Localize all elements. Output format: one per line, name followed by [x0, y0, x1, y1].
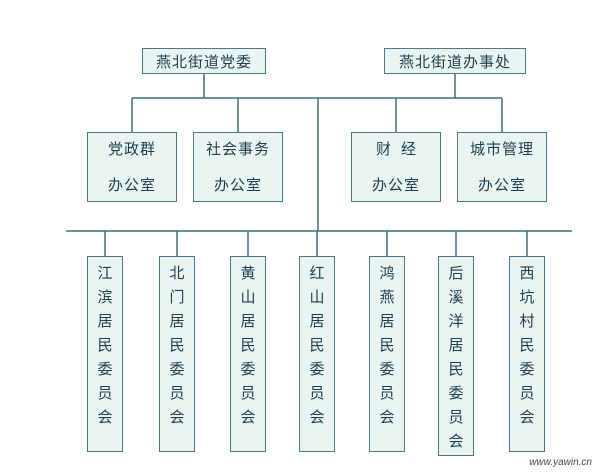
committee-char: 员	[379, 384, 395, 402]
committee-char: 委	[97, 360, 113, 378]
office-finance: 财经 办公室	[351, 132, 441, 202]
committee-char: 会	[240, 408, 256, 426]
committee-char: 居	[240, 312, 256, 330]
office-line2: 办公室	[213, 176, 262, 194]
committee-char: 村	[519, 312, 535, 330]
committee-char: 黄	[240, 264, 256, 282]
committee-char: 会	[309, 408, 325, 426]
committee-label: 红山居民委员会	[300, 261, 334, 429]
committee-char: 坑	[519, 288, 535, 306]
committee-xikeng: 西坑村民委员会	[509, 256, 545, 452]
committee-char: 居	[97, 312, 113, 330]
office-line2: 办公室	[477, 176, 526, 194]
committee-char: 委	[379, 360, 395, 378]
office-urban-management: 城市管理 办公室	[457, 132, 547, 202]
committee-char: 委	[309, 360, 325, 378]
committee-char: 会	[519, 408, 535, 426]
committee-char: 员	[309, 384, 325, 402]
committee-char: 民	[169, 336, 185, 354]
committee-char: 民	[309, 336, 325, 354]
committee-hongshan: 红山居民委员会	[299, 256, 335, 452]
committee-label: 西坑村民委员会	[510, 261, 544, 429]
party-committee-label: 燕北街道党委	[155, 52, 252, 71]
committee-hongyan: 鸿燕居民委员会	[369, 256, 405, 452]
committee-char: 民	[97, 336, 113, 354]
office-line1: 城市管理	[469, 140, 534, 158]
committee-char: 民	[448, 360, 464, 378]
committee-char: 后	[448, 264, 464, 282]
committee-char: 民	[519, 336, 535, 354]
office-line1: 财经	[375, 140, 426, 158]
committee-char: 会	[379, 408, 395, 426]
committee-char: 居	[379, 312, 395, 330]
committee-label: 鸿燕居民委员会	[370, 261, 404, 429]
committee-label: 黄山居民委员会	[231, 261, 265, 429]
committee-beimen: 北门居民委员会	[159, 256, 195, 452]
sub-district-office-box: 燕北街道办事处	[384, 48, 526, 74]
committee-char: 员	[240, 384, 256, 402]
committee-char: 西	[519, 264, 535, 282]
committee-char: 燕	[379, 288, 395, 306]
committee-char: 委	[240, 360, 256, 378]
committee-jiangbin: 江滨居民委员会	[87, 256, 123, 452]
committee-houxiyang: 后溪洋居民委员会	[438, 256, 474, 456]
committee-char: 委	[169, 360, 185, 378]
committee-char: 员	[169, 384, 185, 402]
committee-char: 鸿	[379, 264, 395, 282]
committee-char: 委	[519, 360, 535, 378]
office-line1: 党政群	[107, 140, 156, 158]
committee-label: 后溪洋居民委员会	[439, 261, 473, 453]
committee-char: 居	[448, 336, 464, 354]
committee-char: 居	[169, 312, 185, 330]
committee-char: 会	[97, 408, 113, 426]
office-line2: 办公室	[371, 176, 420, 194]
committee-char: 洋	[448, 312, 464, 330]
committee-char: 会	[448, 432, 464, 450]
committee-char: 溪	[448, 288, 464, 306]
watermark-text: www.yawin.cn	[529, 457, 592, 468]
committee-huangshan: 黄山居民委员会	[230, 256, 266, 452]
committee-char: 山	[240, 288, 256, 306]
office-social-affairs: 社会事务 办公室	[193, 132, 283, 202]
party-committee-box: 燕北街道党委	[142, 48, 266, 74]
committee-char: 民	[379, 336, 395, 354]
committee-char: 会	[169, 408, 185, 426]
committee-char: 红	[309, 264, 325, 282]
office-line2: 办公室	[107, 176, 156, 194]
committee-char: 山	[309, 288, 325, 306]
committee-char: 民	[240, 336, 256, 354]
committee-char: 北	[169, 264, 185, 282]
committee-char: 委	[448, 384, 464, 402]
committee-char: 员	[97, 384, 113, 402]
committee-char: 居	[309, 312, 325, 330]
committee-label: 北门居民委员会	[160, 261, 194, 429]
sub-district-office-label: 燕北街道办事处	[398, 52, 511, 71]
committee-char: 员	[448, 408, 464, 426]
office-line1: 社会事务	[205, 140, 270, 158]
committee-char: 员	[519, 384, 535, 402]
committee-char: 滨	[97, 288, 113, 306]
committee-label: 江滨居民委员会	[88, 261, 122, 429]
committee-char: 江	[97, 264, 113, 282]
office-party-affairs: 党政群 办公室	[87, 132, 177, 202]
committee-char: 门	[169, 288, 185, 306]
